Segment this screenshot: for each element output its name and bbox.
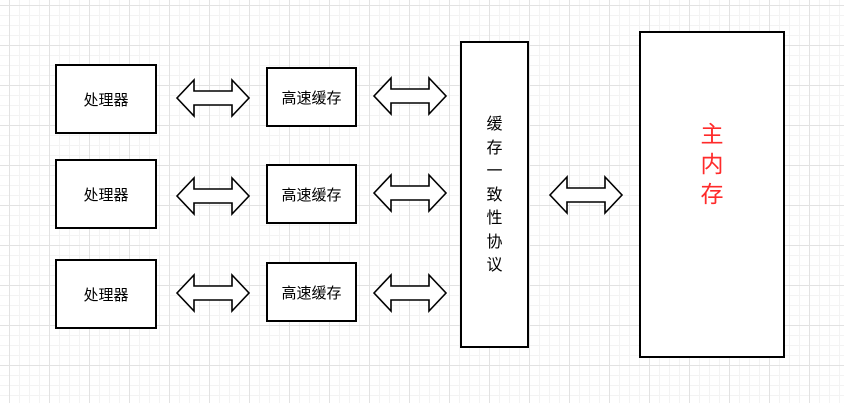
double-arrow-processor-cache-2 [175, 175, 251, 217]
cache-coherence-protocol-box[interactable]: 缓 存 一 致 性 协 议 [460, 41, 529, 348]
protocol-char-2: 存 [486, 137, 503, 157]
double-arrow-cache-protocol-3 [372, 272, 448, 314]
processor-box-1[interactable]: 处理器 [55, 64, 157, 134]
protocol-char-7: 议 [486, 255, 503, 275]
protocol-char-4: 致 [486, 184, 503, 204]
processor-box-3[interactable]: 处理器 [55, 259, 157, 329]
memory-char-1: 主 [700, 121, 724, 148]
cache-box-2[interactable]: 高速缓存 [266, 164, 357, 224]
cache-box-1[interactable]: 高速缓存 [266, 67, 357, 127]
double-arrow-cache-protocol-1 [372, 75, 448, 117]
main-memory-box[interactable]: 主 内 存 [639, 31, 785, 358]
double-arrow-processor-cache-3 [175, 272, 251, 314]
double-arrow-processor-cache-1 [175, 77, 251, 119]
protocol-char-5: 性 [486, 208, 503, 228]
protocol-char-1: 缓 [486, 114, 503, 134]
double-arrow-protocol-memory [548, 174, 624, 216]
protocol-char-3: 一 [486, 161, 503, 181]
cache-box-3[interactable]: 高速缓存 [266, 262, 357, 322]
protocol-char-6: 协 [486, 231, 503, 251]
double-arrow-cache-protocol-2 [372, 172, 448, 214]
processor-box-2[interactable]: 处理器 [55, 159, 157, 229]
memory-char-3: 存 [700, 181, 724, 208]
memory-char-2: 内 [700, 151, 724, 178]
